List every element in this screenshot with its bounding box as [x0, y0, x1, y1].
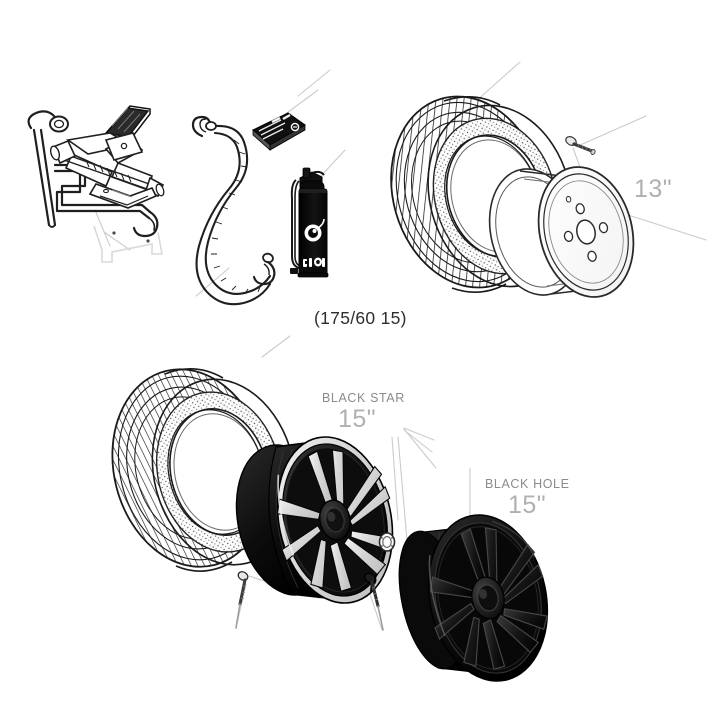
label-black-star-name: BLACK STAR [322, 391, 405, 405]
part-sealant-can [290, 167, 329, 278]
label-black-hole-name: BLACK HOLE [485, 477, 570, 491]
part-scissor-jack [49, 105, 165, 263]
part-wheel-wrench [27, 110, 69, 228]
part-instruction-label [252, 112, 306, 151]
label-rim-13-size: 13" [634, 175, 673, 203]
part-tow-rope [191, 115, 276, 306]
label-black-hole-size: 15" [508, 491, 547, 519]
part-alloy-black-hole [398, 514, 549, 682]
part-lug-bolt-left [235, 571, 249, 629]
label-tire-spec: (175/60 15) [314, 308, 407, 328]
label-black-star-size: 15" [338, 405, 377, 433]
part-alloy-black-star [235, 436, 395, 604]
part-center-cap-ring [378, 532, 396, 552]
part-lug-bolt-upper [565, 136, 596, 155]
part-lug-bolt-right [364, 572, 384, 631]
part-steel-rim-13 [488, 166, 635, 298]
